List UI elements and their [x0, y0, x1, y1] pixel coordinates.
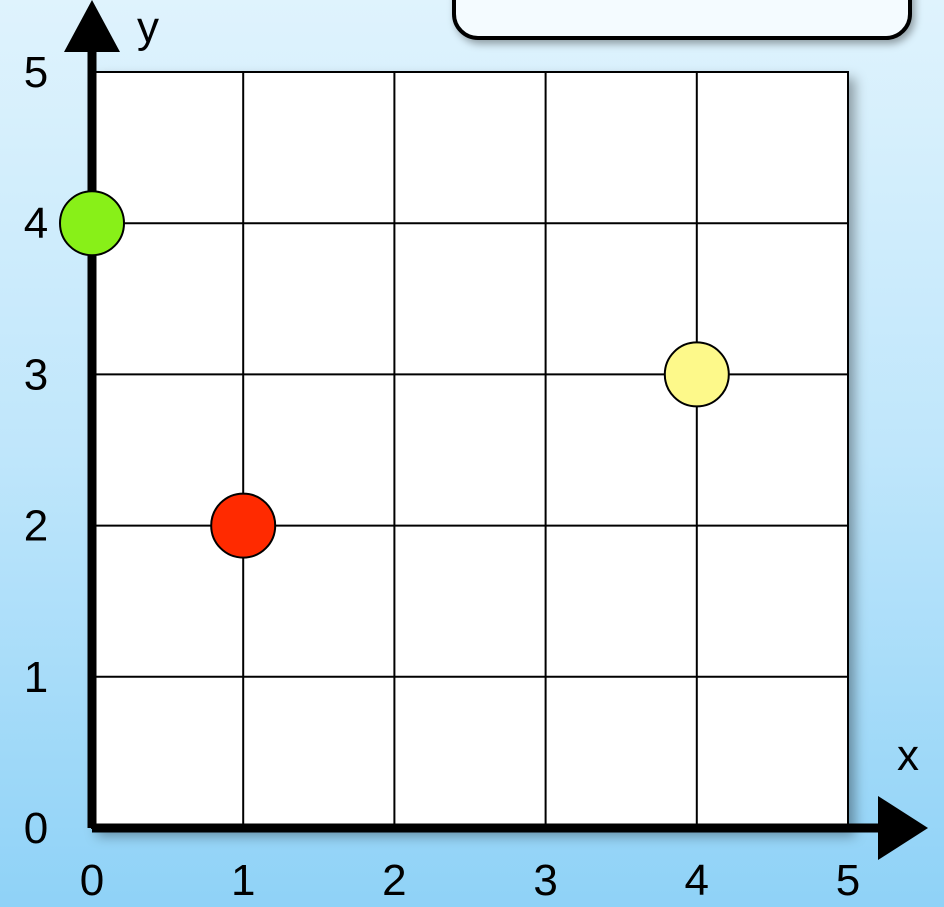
x-axis-arrow	[878, 796, 928, 860]
axes	[64, 0, 928, 860]
x-tick-label: 0	[80, 856, 104, 905]
y-tick-label: 4	[24, 199, 48, 248]
plot-area	[91, 71, 849, 829]
y-axis-arrow	[64, 0, 120, 52]
data-point	[210, 492, 277, 559]
data-point	[663, 341, 730, 408]
x-tick-label: 2	[382, 856, 406, 905]
x-tick-label: 1	[231, 856, 255, 905]
tick-labels: 0 1 2 3 4 5 0 1 2 3 4 5	[24, 48, 860, 905]
x-tick-label: 5	[836, 856, 860, 905]
data-points	[59, 190, 730, 559]
data-point	[59, 190, 125, 257]
y-tick-label: 1	[24, 653, 48, 702]
x-tick-label: 3	[533, 856, 557, 905]
y-tick-label: 0	[24, 804, 48, 853]
x-tick-label: 4	[685, 856, 709, 905]
y-axis-label: y	[137, 3, 159, 52]
y-tick-label: 2	[24, 502, 48, 551]
x-axis-label: x	[897, 731, 919, 780]
y-tick-label: 3	[24, 350, 48, 399]
y-tick-label: 5	[24, 48, 48, 97]
grid-lines	[92, 72, 848, 828]
callout-box	[452, 0, 912, 40]
